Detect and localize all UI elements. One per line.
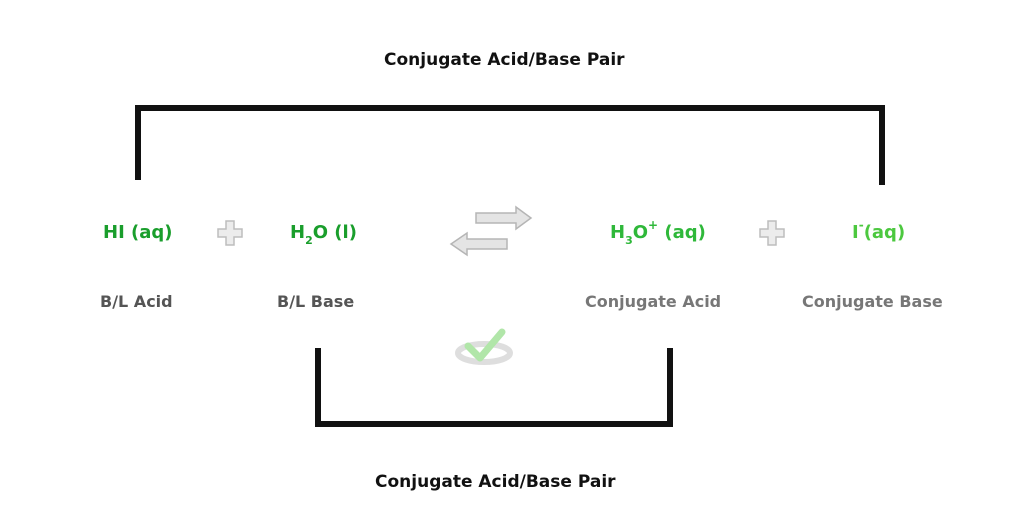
hi-species: HI (aq)	[103, 222, 173, 243]
hydronium-state: (aq)	[664, 222, 706, 243]
top-pair-bracket	[135, 105, 885, 185]
iodide-state: (aq)	[863, 222, 906, 243]
plus-icon	[759, 220, 785, 246]
hydronium-subscript: 3	[625, 234, 633, 247]
hi-role-label: B/L Acid	[100, 292, 173, 311]
top-pair-label: Conjugate Acid/Base Pair	[384, 50, 625, 70]
water-rest: O (l)	[312, 222, 357, 243]
hydronium-h: H	[610, 222, 626, 243]
iodide-i: I	[852, 222, 859, 243]
hydronium-charge: +	[648, 218, 659, 232]
water-subscript: 2	[305, 234, 313, 247]
plus-icon	[217, 220, 243, 246]
equilibrium-arrows-icon	[449, 205, 533, 257]
hydronium-species: H3O+ (aq)	[610, 218, 706, 247]
hydronium-role-label: Conjugate Acid	[585, 292, 722, 311]
hi-formula: HI (aq)	[103, 222, 173, 243]
iodide-charge: -	[858, 218, 864, 232]
water-species: H2O (l)	[290, 222, 357, 247]
hydronium-o: O	[632, 222, 649, 243]
water-h: H	[290, 222, 306, 243]
iodide-role-label: Conjugate Base	[802, 292, 943, 311]
check-mark-logo-icon	[455, 328, 513, 365]
water-role-label: B/L Base	[277, 292, 355, 311]
bottom-pair-bracket	[315, 348, 673, 427]
iodide-species: I-(aq)	[852, 218, 906, 243]
bottom-pair-label: Conjugate Acid/Base Pair	[375, 472, 616, 492]
